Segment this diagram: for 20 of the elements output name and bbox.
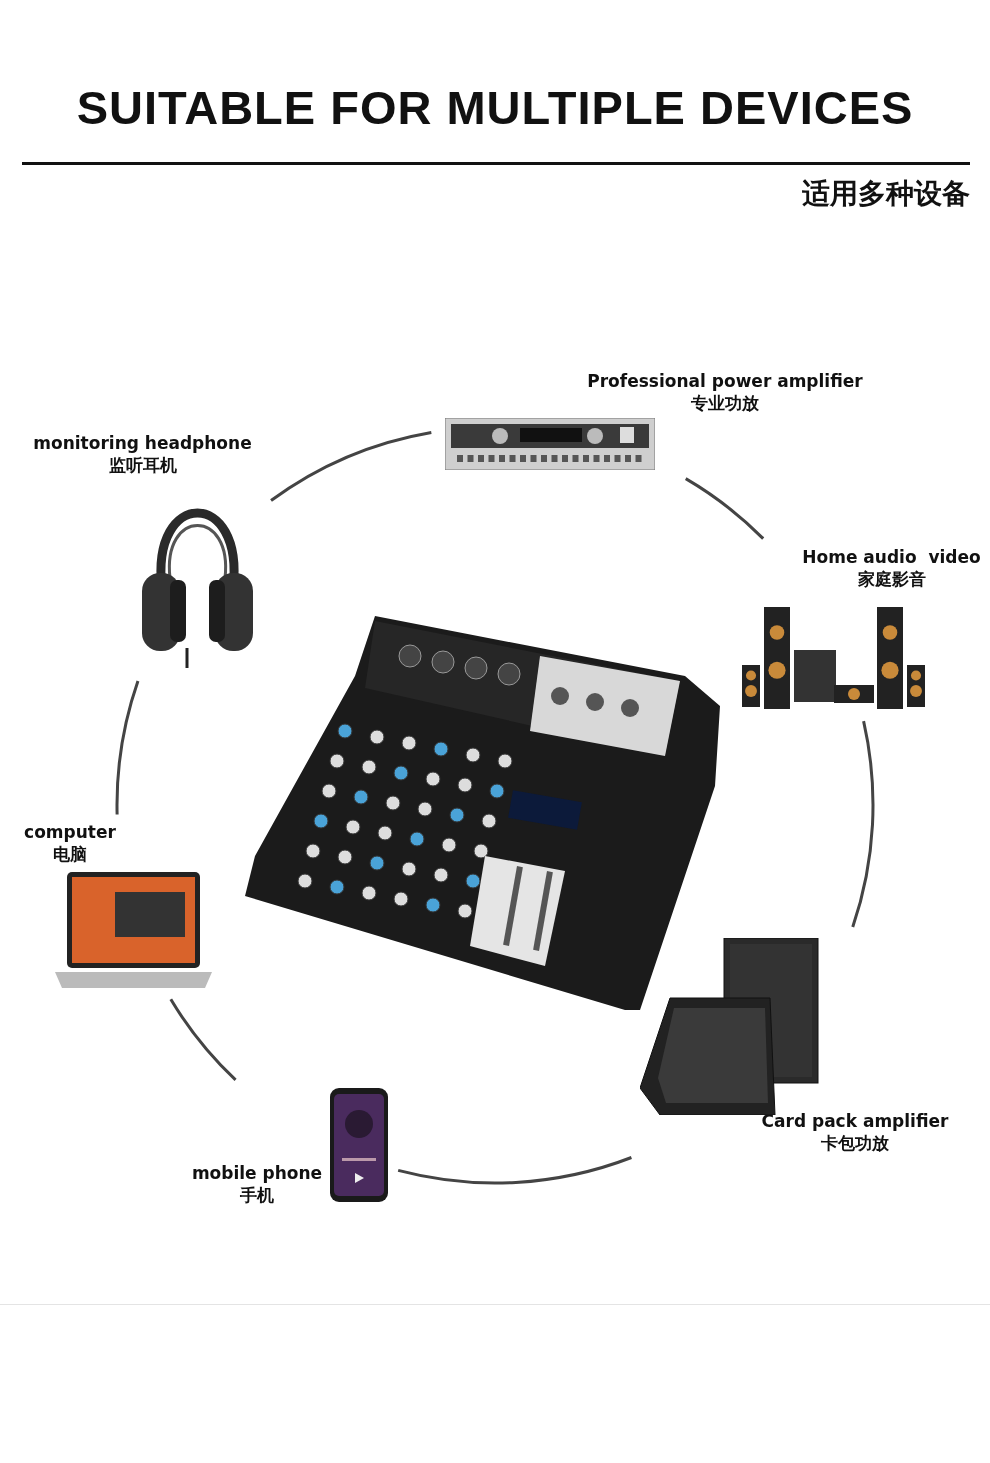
connector-arc xyxy=(270,430,432,502)
device-label-chinese: 电脑 xyxy=(52,843,88,866)
connector-arc xyxy=(684,477,765,540)
device-label-chinese: 专业功放 xyxy=(690,392,760,415)
device-label: Home audio video xyxy=(801,546,982,569)
device-label: Professional power amplifier xyxy=(586,370,864,393)
device-label: Card pack amplifier xyxy=(760,1110,950,1133)
device-label-chinese: 手机 xyxy=(239,1184,275,1207)
subtitle: 适用多种设备 xyxy=(802,176,970,212)
device-label: mobile phone xyxy=(190,1162,324,1185)
connector-arc xyxy=(115,680,140,815)
connector-arc xyxy=(851,720,875,928)
device-label-chinese: 卡包功放 xyxy=(820,1132,890,1155)
connector-arc xyxy=(397,1156,632,1185)
page-title: SUITABLE FOR MULTIPLE DEVICES xyxy=(75,80,915,135)
connector-arc xyxy=(169,998,237,1081)
device-label: computer xyxy=(23,821,117,844)
device-label-chinese: 监听耳机 xyxy=(107,454,178,477)
device-label: monitoring headphone xyxy=(32,432,253,455)
device-label-chinese: 家庭影音 xyxy=(856,568,927,591)
